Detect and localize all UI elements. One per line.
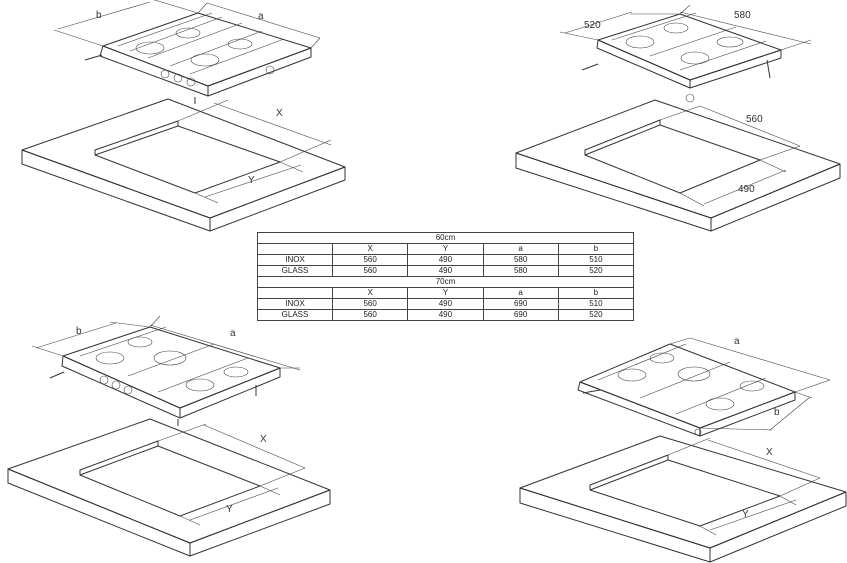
dim-y-top-right: 490 [679,159,787,207]
dim-label-b: b [774,407,780,418]
dim-label-x: X [276,108,283,119]
table-header-cell: a [482,243,559,255]
install-bottom-left: a b X Y [7,315,331,557]
install-top-right: 580 520 560 490 [515,4,841,232]
dim-a-top-left: a [197,2,321,49]
table-title-row: 60cm [257,232,634,244]
table-cell: GLASS [257,309,333,321]
dim-label-y: Y [248,175,255,186]
table-cell: 560 [331,309,409,321]
dim-label-a: a [258,11,264,22]
install-top-left: a b X Y [21,0,346,232]
table-cell: 490 [407,265,484,277]
dimension-table: 60cm X Y a b INOX 560 490 580 510 GLASS … [257,232,635,321]
table-header-cell: X [331,287,409,299]
dim-y-top-left: Y [194,161,304,204]
dim-label-b: 520 [584,20,601,31]
dim-label-y: Y [742,509,749,520]
dim-label-x: X [260,434,267,445]
table-header-cell [257,243,333,255]
dim-label-x: X [766,447,773,458]
table-row: INOX 560 490 690 510 [257,298,635,310]
table-cell: 560 [331,254,409,266]
dim-label-b: b [76,326,82,337]
dim-label-b: b [96,10,102,21]
table-cell: 490 [407,254,484,266]
table-cell: 690 [482,309,559,321]
dim-y-bottom-left: Y [179,485,281,526]
dim-label-a: a [734,336,740,347]
table-row: GLASS 560 490 690 520 [257,309,635,321]
dim-x-bottom-right: X [667,437,821,497]
dim-label-x: 560 [746,114,763,125]
table-header-cell: Y [407,243,484,255]
dim-a-bottom-right: a [669,336,831,393]
table-cell: 490 [407,298,484,310]
table-cell: INOX [257,298,333,310]
table-header-row: X Y a b [257,287,635,299]
table-cell: 520 [557,309,635,321]
dim-b-top-left: b [53,0,199,47]
install-bottom-right: a b X Y [519,336,847,563]
hob-bottom-left [49,326,281,426]
table-header-cell: Y [407,287,484,299]
table-cell: 560 [331,265,409,277]
dim-x-bottom-left: X [157,423,306,487]
dim-a-bottom-left: a [149,315,301,371]
dim-x-top-right: 560 [659,105,801,161]
dim-label-a: 580 [734,10,751,21]
table-header-cell: a [482,287,559,299]
worktop-bottom-left [7,418,331,557]
table-cell: 510 [557,254,635,266]
table-cell: 580 [482,254,559,266]
table-header-cell: X [331,243,409,255]
table-row: GLASS 560 490 580 520 [257,265,635,277]
dim-x-top-left: X [177,99,332,163]
table-header-row: X Y a b [257,243,635,255]
table-cell: INOX [257,254,333,266]
dim-y-bottom-right: Y [699,495,797,536]
table-cell: GLASS [257,265,333,277]
dim-b-top-right: 520 [559,11,680,41]
table-header-cell: b [557,243,635,255]
dim-b-bottom-left: b [31,321,151,357]
table-row: INOX 560 490 580 510 [257,254,635,266]
table-header-cell [257,287,333,299]
table-block-title: 70cm [257,276,634,288]
dim-b-bottom-right: b [699,391,813,431]
hob-bottom-right [577,343,796,437]
worktop-bottom-right [519,435,847,563]
worktop-top-right [515,99,841,232]
dim-label-a: a [230,328,236,339]
dim-a-top-right: 580 [679,4,812,51]
table-cell: 520 [557,265,635,277]
table-title-row: 70cm [257,276,634,288]
table-cell: 560 [331,298,409,310]
table-block-title: 60cm [257,232,634,244]
table-cell: 510 [557,298,635,310]
dim-label-y: Y [226,504,233,515]
table-cell: 580 [482,265,559,277]
hob-top-left [84,12,312,104]
table-cell: 690 [482,298,559,310]
dim-label-y: 490 [738,184,755,195]
hob-top-right [581,12,782,103]
table-cell: 490 [407,309,484,321]
table-header-cell: b [557,287,635,299]
